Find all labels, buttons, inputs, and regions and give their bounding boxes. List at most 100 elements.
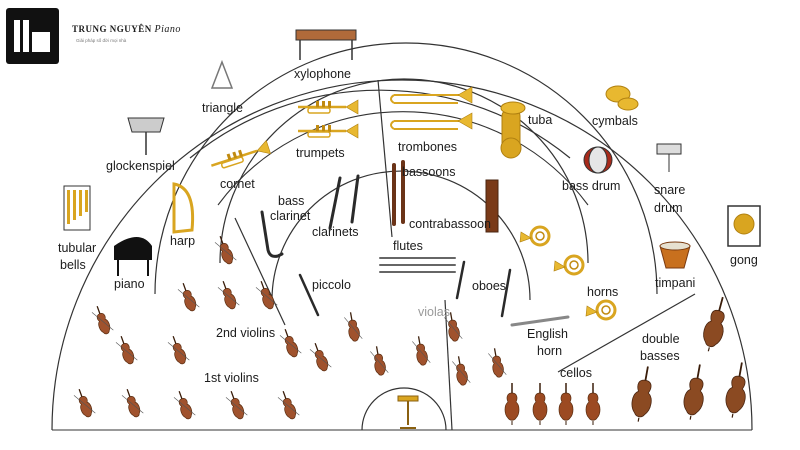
violin-icon [171,388,197,422]
glockenspiel-icon [127,117,165,155]
viola-icon [486,346,508,379]
label-english-horn-line1: English [527,327,568,341]
label-trumpets: trumpets [296,146,345,160]
tuba-icon [500,101,526,159]
section-dividers [217,111,589,206]
label-flutes: flutes [393,239,423,253]
violin-icon [113,333,139,367]
arc-brass-outer [189,89,571,159]
label-cornet: cornet [220,177,255,191]
label-gong: gong [730,253,758,267]
violin-icon [71,386,97,420]
label-cymbals: cymbals [592,114,638,128]
label-snare-drum-line2: drum [654,201,682,215]
trombone-icon [390,112,473,130]
cello-icon [532,382,548,426]
violin-icon [89,303,115,337]
bass-clarinet-icon [260,210,284,258]
horn-instruments [518,225,617,321]
label-tubular-bells-line2: bells [60,258,86,272]
contrabassoon-icon [485,179,499,233]
cornet-icon [207,139,272,174]
label-bass-clarinet-line2: clarinet [270,209,311,223]
horn-icon [552,254,585,276]
conductor-podium-icon [397,395,419,429]
piccolo-icon [298,273,320,317]
piano-icon [114,237,152,276]
label-xylophone: xylophone [294,67,351,81]
violin-icon [215,278,241,312]
cello-icon [504,382,520,426]
label-tuba: tuba [528,113,552,127]
brand-name-text: TRUNG NGUYÊN [72,24,152,34]
section-labels: xylophone triangle trumpets trombones tu… [58,67,758,385]
timpani-icon [659,241,691,269]
cymbals-icon [605,85,639,111]
label-violas: violas [418,305,450,319]
brand-name: TRUNG NGUYÊN Piano [72,24,181,35]
violin-icon [175,280,201,314]
label-oboes: oboes [472,279,506,293]
label-2nd-violins: 2nd violins [216,326,275,340]
triangle-icon [210,59,234,89]
violin-icon [277,326,303,360]
label-triangle: triangle [202,101,243,115]
xylophone-icon [295,29,357,60]
brand-name-script: Piano [154,24,181,35]
label-snare-drum-line1: snare [654,183,685,197]
violas-instruments [342,310,508,387]
cellos-instruments [504,382,601,426]
cello-icon [558,382,574,426]
viola-icon [368,344,390,377]
divider-violas-cellos [444,299,453,431]
viola-icon [342,310,364,343]
label-trombones: trombones [398,140,457,154]
violin-icon [307,340,333,374]
gong-icon [727,205,761,247]
double-bass-icon [679,361,711,423]
double-bass-icon [698,293,733,355]
violin-icon [212,233,238,267]
arc-conductor [361,387,447,431]
clarinet-icon [328,176,342,230]
oboe-icon [500,268,512,318]
label-timpani: timpani [655,276,695,290]
bass-drum-icon [583,146,613,174]
label-contrabassoon: contrabassoon [409,217,491,231]
label-english-horn-line2: horn [537,344,562,358]
horn-icon [518,225,551,247]
label-piano: piano [114,277,145,291]
violin-icon [165,333,191,367]
brand-tagline: Giải pháp số đời mọi nhà [76,38,127,43]
label-glockenspiel: glockenspiel [106,159,175,173]
label-1st-violins: 1st violins [204,371,259,385]
label-horns: horns [587,285,618,299]
label-bass-drum: bass drum [562,179,620,193]
label-bassoons: bassoons [402,165,456,179]
viola-icon [450,354,472,387]
brand-logo[interactable] [6,8,59,64]
piano-logo-icon [14,20,50,52]
violin-icon [119,386,145,420]
snare-drum-icon [656,143,682,172]
english-horn-icon [510,315,570,327]
arc-brass-inner [217,111,589,206]
harp-icon [172,182,195,234]
viola-icon [410,334,432,367]
violin-icon [223,388,249,422]
trombone-instruments [390,86,473,130]
label-double-basses-line1: double [642,332,680,346]
label-cellos: cellos [560,366,592,380]
violin-icon [275,388,301,422]
woodwind-instruments [260,160,570,327]
arc-woodwinds-outer [154,42,658,295]
tubular-bells-icon [63,185,91,231]
second-violins-instruments [175,233,333,374]
first-violins-instruments [71,303,301,422]
divider-cellos-basses [557,293,696,373]
trumpet-icon [296,122,360,140]
cello-icon [585,382,601,426]
label-piccolo: piccolo [312,278,351,292]
divider-left-violins [234,217,286,326]
